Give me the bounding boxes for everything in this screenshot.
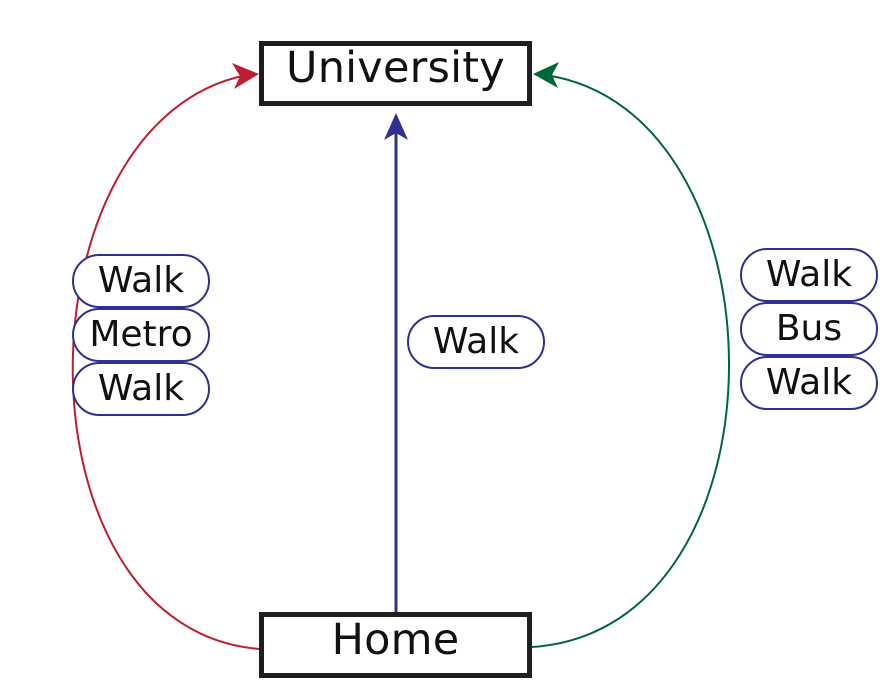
right-segment-1: Walk <box>740 248 878 302</box>
right-segment-2: Bus <box>740 302 878 356</box>
left-route-line <box>71 74 261 650</box>
left-segment-2: Metro <box>72 308 210 362</box>
center-route-arrowhead <box>384 113 408 140</box>
right-segment-3: Walk <box>740 356 878 410</box>
right-route-arrowhead <box>533 62 559 88</box>
left-route-segments: Walk Metro Walk <box>72 254 210 416</box>
left-route-arrowhead <box>232 63 259 89</box>
home-label: Home <box>331 614 460 665</box>
right-route-segments: Walk Bus Walk <box>740 248 878 410</box>
center-segment-1: Walk <box>407 315 545 369</box>
home-node: Home <box>259 612 532 678</box>
left-segment-3: Walk <box>72 362 210 416</box>
university-node: University <box>259 41 532 106</box>
left-segment-1: Walk <box>72 254 210 308</box>
right-route-line <box>531 74 730 648</box>
university-label: University <box>286 43 505 93</box>
